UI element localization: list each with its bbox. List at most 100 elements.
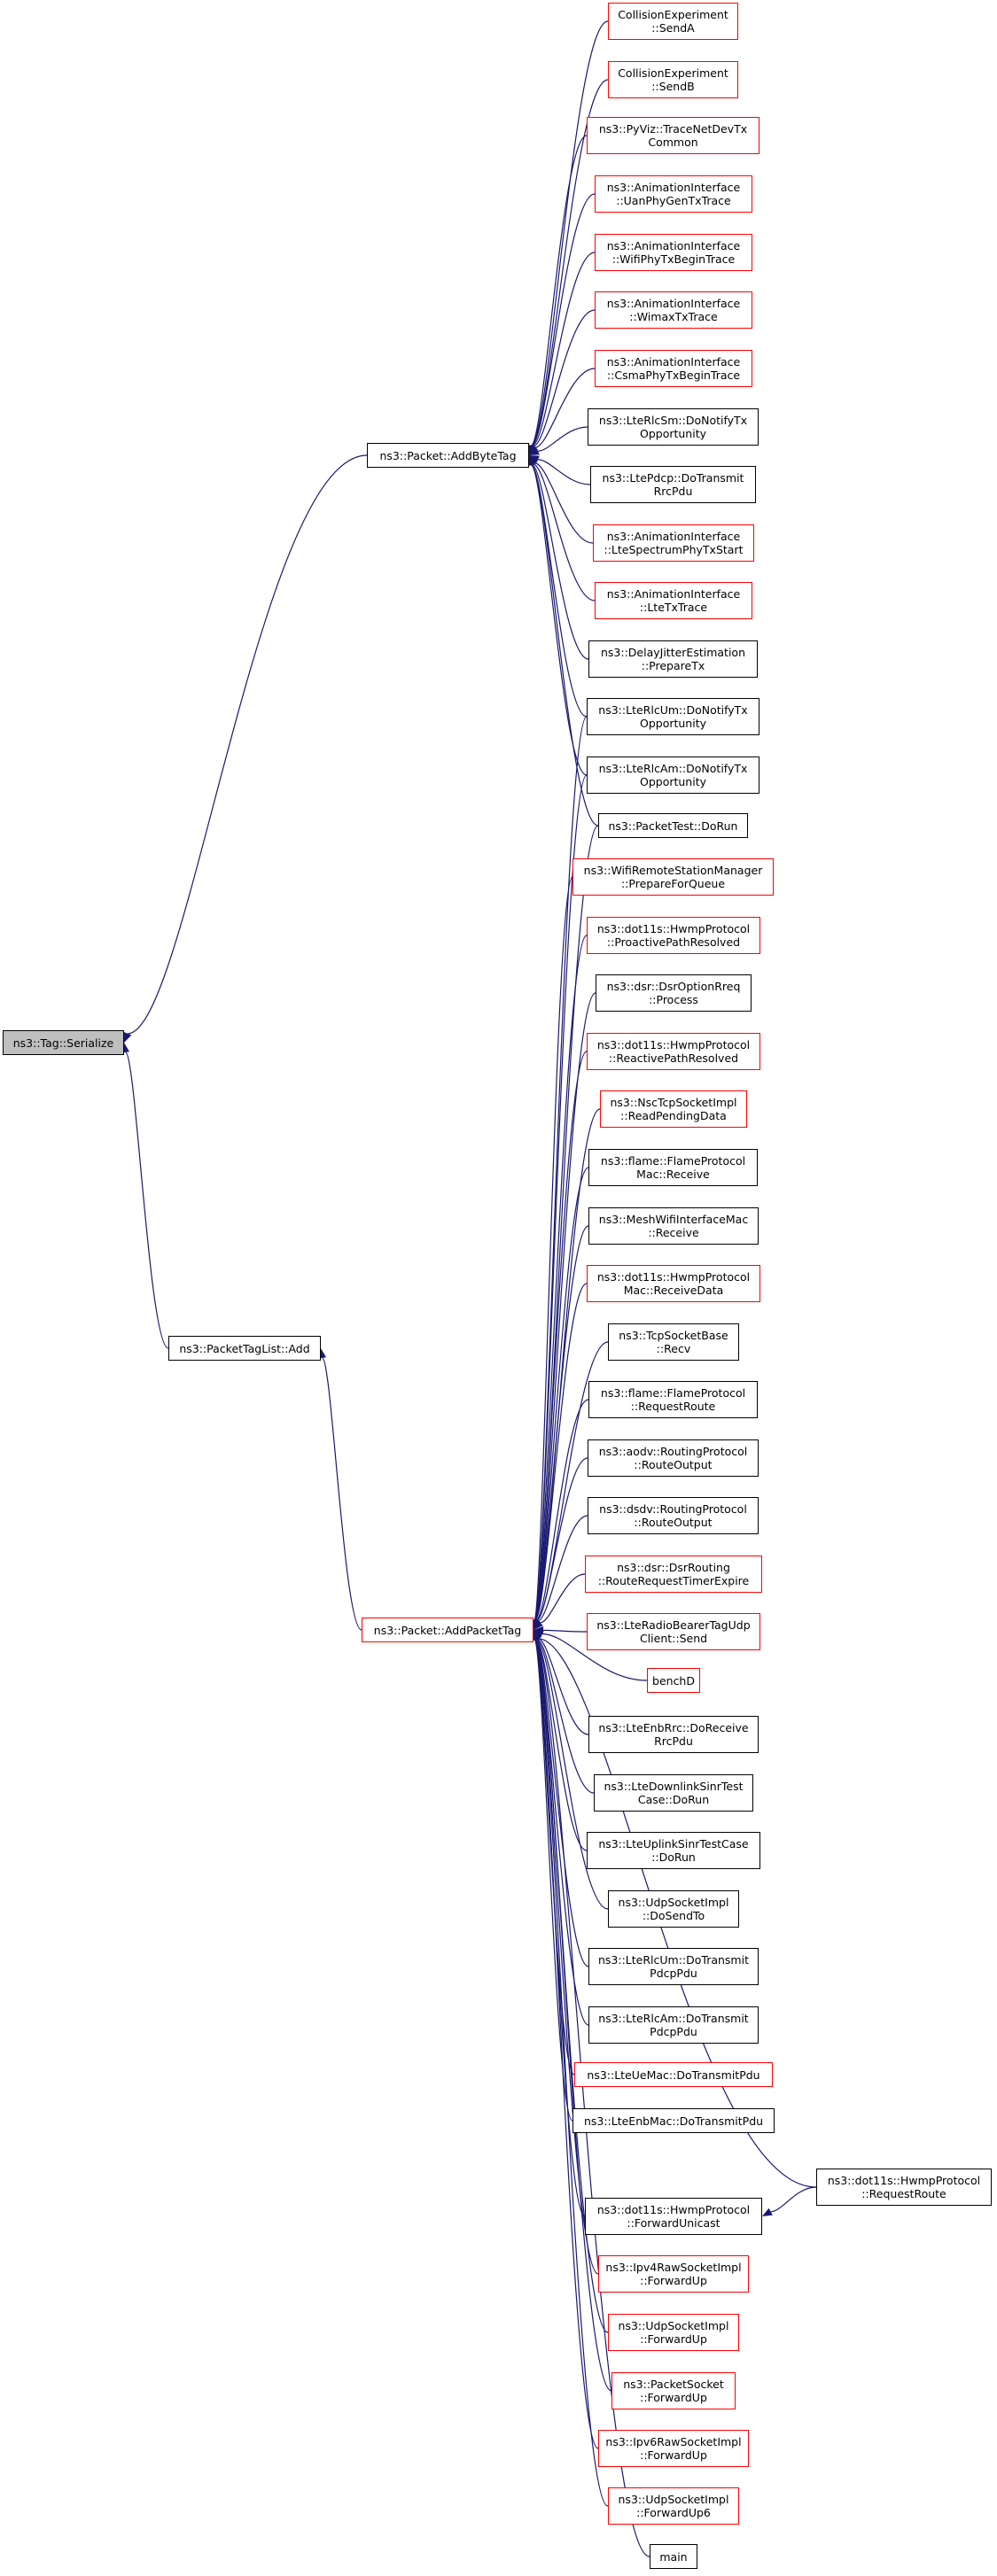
node-udpsocketimpl-dosendto[interactable]: ns3::UdpSocketImpl::DoSendTo <box>608 1890 739 1928</box>
node-udpsocketimpl-forwardup6[interactable]: ns3::UdpSocketImpl::ForwardUp6 <box>608 2487 739 2525</box>
node-label-line2: ::DoRun <box>651 1851 696 1864</box>
node-packettest-dorun[interactable]: ns3::PacketTest::DoRun <box>598 813 748 838</box>
node-meshwifiinterfacemac-receive[interactable]: ns3::MeshWifiInterfaceMac::Receive <box>588 1207 759 1245</box>
node-label-line2: ::RequestRoute <box>630 1400 716 1413</box>
node-label-line1: ns3::MeshWifiInterfaceMac <box>598 1213 749 1226</box>
node-ipv4rawsocketimpl-forwardup[interactable]: ns3::Ipv4RawSocketImpl::ForwardUp <box>598 2255 749 2293</box>
node-packetsocket-forwardup[interactable]: ns3::PacketSocket::ForwardUp <box>611 2372 736 2409</box>
call-edge <box>540 1573 586 1624</box>
node-nsctcpsocketimpl-readpendingdata[interactable]: ns3::NscTcpSocketImpl::ReadPendingData <box>600 1090 747 1128</box>
node-label-line2: ::ForwardUnicast <box>627 2216 720 2230</box>
node-animationinterface-uanphygentxtrace[interactable]: ns3::AnimationInterface::UanPhyGenTxTrac… <box>595 175 752 213</box>
node-dsdv-routingprotocol-routeoutput[interactable]: ns3::dsdv::RoutingProtocol::RouteOutput <box>588 1497 759 1534</box>
node-label-line2: ::SendA <box>651 21 695 35</box>
node-label: ns3::Tag::Serialize <box>12 1036 114 1050</box>
node-lteuplinksinrtestcase-dorun[interactable]: ns3::LteUplinkSinrTestCase::DoRun <box>587 1832 760 1869</box>
call-edge <box>530 135 588 446</box>
node-hwmpprotocol-requestroute[interactable]: ns3::dot11s::HwmpProtocol::RequestRoute <box>816 2169 992 2206</box>
call-edge <box>542 1629 588 1633</box>
node-label-line1: ns3::aodv::RoutingProtocol <box>598 1445 748 1458</box>
node-label-line1: ns3::Ipv6RawSocketImpl <box>605 2435 742 2448</box>
node-label-line1: ns3::LteRlcAm::DoNotifyTx <box>598 762 748 775</box>
node-label-line1: ns3::AnimationInterface <box>606 297 741 310</box>
node-wifiremotestationmanager-prepareforqueue[interactable]: ns3::WifiRemoteStationManager::PrepareFo… <box>572 858 774 896</box>
node-animationinterface-wimaxtxtrace[interactable]: ns3::AnimationInterface::WimaxTxTrace <box>595 291 752 329</box>
edge-arrowhead <box>762 2207 773 2216</box>
node-label-line2: ::WimaxTxTrace <box>629 310 718 323</box>
node-animationinterface-ltetxtrace[interactable]: ns3::AnimationInterface::LteTxTrace <box>595 582 752 619</box>
node-label-line1: ns3::dsdv::RoutingProtocol <box>599 1502 747 1516</box>
node-label-line1: ns3::flame::FlameProtocol <box>600 1386 746 1400</box>
node-label: ns3::PacketTest::DoRun <box>608 819 738 833</box>
node-hwmpprotocol-forwardunicast[interactable]: ns3::dot11s::HwmpProtocol::ForwardUnicas… <box>585 2198 762 2235</box>
node-label-line2: ::PrepareForQueue <box>620 877 726 890</box>
node-label-line2: Opportunity <box>639 717 706 730</box>
node-dsroptionrreq-process[interactable]: ns3::dsr::DsrOptionRreq::Process <box>596 974 752 1012</box>
node-packet-addbytetag[interactable]: ns3::Packet::AddByteTag <box>367 443 529 468</box>
node-label-line2: Client::Send <box>639 1632 708 1645</box>
node-tcpsocketbase-recv[interactable]: ns3::TcpSocketBase::Recv <box>608 1323 739 1361</box>
node-label-line1: ns3::dot11s::HwmpProtocol <box>827 2174 981 2187</box>
node-ipv6rawsocketimpl-forwardup[interactable]: ns3::Ipv6RawSocketImpl::ForwardUp <box>598 2430 749 2467</box>
node-dsrrouting-routerequesttimerexpire[interactable]: ns3::dsr::DsrRouting::RouteRequestTimerE… <box>585 1556 762 1593</box>
node-packet-addpackettag[interactable]: ns3::Packet::AddPacketTag <box>362 1618 534 1642</box>
node-label-line1: ns3::PacketSocket <box>623 2378 724 2391</box>
node-label-line2: Case::DoRun <box>637 1793 710 1806</box>
call-edge <box>534 935 588 1621</box>
node-delayjitterestimation-preparetx[interactable]: ns3::DelayJitterEstimation::PrepareTx <box>588 640 758 678</box>
node-animationinterface-ltespectrumphytxstart[interactable]: ns3::AnimationInterface::LteSpectrumPhyT… <box>593 524 754 562</box>
node-label-line2: ::Process <box>649 993 698 1006</box>
node-lteenbmac-dotransmitpdu[interactable]: ns3::LteEnbMac::DoTransmitPdu <box>572 2108 775 2133</box>
node-main[interactable]: main <box>650 2544 697 2569</box>
edge-arrowhead <box>534 1619 543 1630</box>
edge-arrowhead <box>529 445 539 455</box>
node-label-line2: Common <box>648 136 698 149</box>
call-edge <box>542 1633 648 1681</box>
node-label-line2: ::RouteOutput <box>634 1516 713 1529</box>
node-label-line2: Opportunity <box>639 427 706 440</box>
node-label-line1: CollisionExperiment <box>618 8 728 21</box>
node-label-line1: ns3::dot11s::HwmpProtocol <box>596 1270 751 1284</box>
node-label-line1: ns3::dot11s::HwmpProtocol <box>596 922 751 935</box>
node-label-line2: ::RouteOutput <box>634 1458 713 1471</box>
node-label-line1: ns3::TcpSocketBase <box>619 1329 728 1342</box>
node-label-line1: ns3::flame::FlameProtocol <box>600 1154 746 1168</box>
node-collisionexperiment-senda[interactable]: CollisionExperiment::SendA <box>608 3 738 40</box>
call-edge <box>530 464 588 776</box>
node-packettaglist-add[interactable]: ns3::PacketTagList::Add <box>168 1336 321 1361</box>
node-label-line1: ns3::dsr::DsrOptionRreq <box>606 980 741 993</box>
node-udpsocketimpl-forwardup[interactable]: ns3::UdpSocketImpl::ForwardUp <box>608 2314 739 2351</box>
node-aodv-routingprotocol-routeoutput[interactable]: ns3::aodv::RoutingProtocol::RouteOutput <box>588 1439 759 1477</box>
node-lteuemac-dotransmitpdu[interactable]: ns3::LteUeMac::DoTransmitPdu <box>574 2062 773 2087</box>
call-edge <box>534 876 573 1621</box>
node-label-line2: RrcPdu <box>653 485 693 498</box>
node-label-line2: ::Recv <box>656 1342 691 1355</box>
node-animationinterface-wifiphytxbegintrace[interactable]: ns3::AnimationInterface::WifiPhyTxBeginT… <box>595 234 752 271</box>
node-label-line1: ns3::AnimationInterface <box>606 355 741 369</box>
node-label-line2: ::UanPhyGenTxTrace <box>616 194 731 207</box>
node-label-line2: ::RequestRoute <box>861 2187 946 2200</box>
node-label-line1: ns3::dsr::DsrRouting <box>617 1561 730 1574</box>
call-edge <box>125 1051 169 1349</box>
node-label-line2: ::Receive <box>648 1226 699 1239</box>
node-hwmpprotocol-proactivepathresolved[interactable]: ns3::dot11s::HwmpProtocol::ProactivePath… <box>587 917 760 954</box>
node-animationinterface-csmaphytxbegintrace[interactable]: ns3::AnimationInterface::CsmaPhyTxBeginT… <box>595 350 752 387</box>
node-benchd[interactable]: benchD <box>647 1668 700 1693</box>
node-flameprotocol-requestroute[interactable]: ns3::flame::FlameProtocol::RequestRoute <box>588 1381 758 1418</box>
node-collisionexperiment-sendb[interactable]: CollisionExperiment::SendB <box>608 61 738 98</box>
node-hwmpprotocol-reactivepathresolved[interactable]: ns3::dot11s::HwmpProtocol::ReactivePathR… <box>587 1033 760 1070</box>
call-edge <box>535 1639 609 1910</box>
